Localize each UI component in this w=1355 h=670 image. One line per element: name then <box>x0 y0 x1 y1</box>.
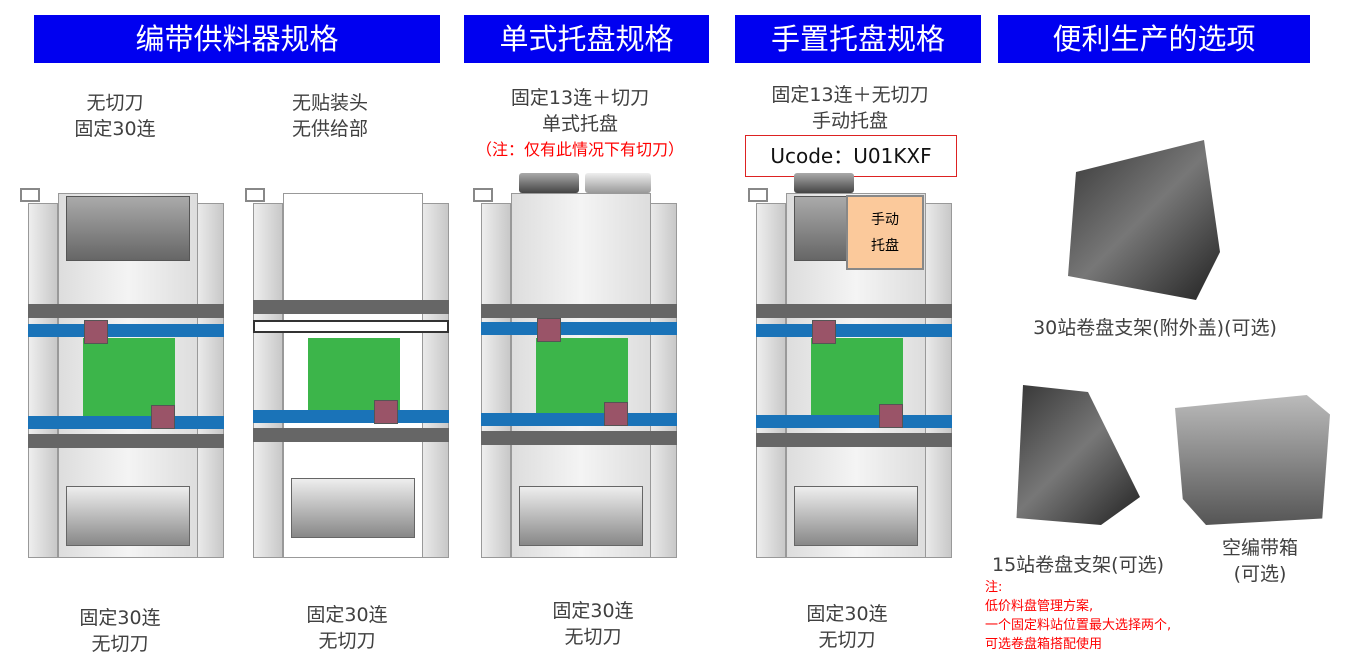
feeder-lower-window <box>291 478 415 538</box>
green-area <box>83 338 175 418</box>
feeder-lower-window <box>66 486 190 546</box>
feeder-side <box>481 203 511 558</box>
caption-line: 手动托盘 <box>811 110 888 132</box>
gray-bar <box>253 428 449 442</box>
feeder-window <box>794 196 849 261</box>
blue-bar <box>28 324 224 337</box>
gray-bar <box>28 304 224 318</box>
caption-line: 空编带箱 <box>1221 537 1298 559</box>
label-line: 托盘 <box>871 238 899 254</box>
reel-rack-15-image <box>1016 385 1140 525</box>
caption-line: 无切刀 <box>564 626 622 648</box>
caption-line: 无切刀 <box>86 92 144 114</box>
empty-tape-box-image <box>1175 395 1330 525</box>
caption-line: 无贴装头 <box>291 92 368 114</box>
caption-single-top: 固定13连＋切刀单式托盘 （注：仅有此情况下有切刀） <box>470 85 690 163</box>
caption-line: (可选) <box>1233 563 1287 585</box>
header-options: 便利生产的选项 <box>998 15 1310 63</box>
feeder-tape-1 <box>20 188 224 568</box>
gray-bar <box>28 434 224 448</box>
feeder-side <box>194 203 224 558</box>
caption-line: 固定30连 <box>552 600 634 622</box>
marker <box>374 400 398 424</box>
handle-icon <box>245 188 265 202</box>
header-single-tray: 单式托盘规格 <box>464 15 709 63</box>
outline-bar <box>253 320 449 333</box>
caption-tape-top2: 无贴装头无供给部 <box>255 90 405 142</box>
blue-bar <box>28 416 224 429</box>
feeder-side <box>253 203 283 558</box>
feeder-tape-2 <box>245 188 449 568</box>
header-tape-feeder: 编带供料器规格 <box>34 15 440 63</box>
marker <box>879 404 903 428</box>
gray-bar <box>756 433 952 447</box>
feeder-side <box>28 203 58 558</box>
manual-tray-label: 手动托盘 <box>846 195 924 270</box>
caption-line: 固定30连 <box>306 604 388 626</box>
tray-unit <box>519 173 579 193</box>
tray-unit <box>585 173 651 193</box>
caption-line: 固定13连＋切刀 <box>510 87 650 109</box>
note-line: 一个固定料站位置最大选择两个, <box>985 618 1172 633</box>
marker <box>84 320 108 344</box>
gray-bar <box>253 300 449 314</box>
caption-manual-bottom: 固定30连无切刀 <box>772 601 922 653</box>
feeder-window <box>66 196 190 261</box>
caption-line: 固定13连＋无切刀 <box>771 84 929 106</box>
caption-box: 空编带箱 (可选) <box>1200 535 1320 587</box>
options-note: 注: 低价料盘管理方案, 一个固定料站位置最大选择两个, 可选卷盘箱搭配使用 <box>985 578 1171 654</box>
feeder-single-tray <box>473 173 677 568</box>
feeder-side <box>647 203 677 558</box>
caption-rack30: 30站卷盘支架(附外盖)(可选) <box>1033 317 1277 339</box>
caption-tape-bottom2: 固定30连无切刀 <box>272 602 422 654</box>
handle-icon <box>748 188 768 202</box>
caption-tape-top1: 无切刀固定30连 <box>40 90 190 142</box>
caption-line: 固定30连 <box>74 118 156 140</box>
feeder-side <box>419 203 449 558</box>
feeder-lower-window <box>519 486 643 546</box>
single-tray-note: （注：仅有此情况下有切刀） <box>475 140 684 159</box>
marker <box>604 402 628 426</box>
marker <box>537 318 561 342</box>
feeder-lower-window <box>794 486 918 546</box>
reel-rack-30-image <box>1068 140 1220 300</box>
blue-bar <box>481 413 677 426</box>
caption-line: 固定30连 <box>806 603 888 625</box>
caption-line: 无供给部 <box>291 118 368 140</box>
blue-bar <box>481 322 677 335</box>
note-line: 可选卷盘箱搭配使用 <box>985 637 1103 652</box>
note-line: 低价料盘管理方案, <box>985 599 1094 614</box>
feeder-side <box>756 203 786 558</box>
caption-line: 固定30连 <box>79 607 161 629</box>
blue-bar <box>756 324 952 337</box>
feeder-side <box>922 203 952 558</box>
blue-bar <box>756 415 952 428</box>
gray-bar <box>756 304 952 318</box>
label-line: 手动 <box>871 212 899 228</box>
caption-line: 无切刀 <box>91 633 149 655</box>
ucode-box: Ucode：U01KXF <box>745 135 957 177</box>
caption-line: 无切刀 <box>318 630 376 652</box>
header-manual-tray: 手置托盘规格 <box>735 15 981 63</box>
blue-bar <box>253 410 449 423</box>
marker <box>812 320 836 344</box>
tray-unit <box>794 173 854 193</box>
handle-icon <box>20 188 40 202</box>
caption-single-bottom: 固定30连无切刀 <box>518 598 668 650</box>
marker <box>151 405 175 429</box>
caption-manual-top: 固定13连＋无切刀手动托盘 <box>740 82 960 134</box>
caption-rack15: 15站卷盘支架(可选) <box>991 554 1164 576</box>
gray-bar <box>481 304 677 318</box>
caption-tape-bottom1: 固定30连无切刀 <box>45 605 195 657</box>
caption-line: 单式托盘 <box>541 113 618 135</box>
handle-icon <box>473 188 493 202</box>
gray-bar <box>481 431 677 445</box>
caption-line: 无切刀 <box>818 629 876 651</box>
note-line: 注: <box>985 580 1003 595</box>
